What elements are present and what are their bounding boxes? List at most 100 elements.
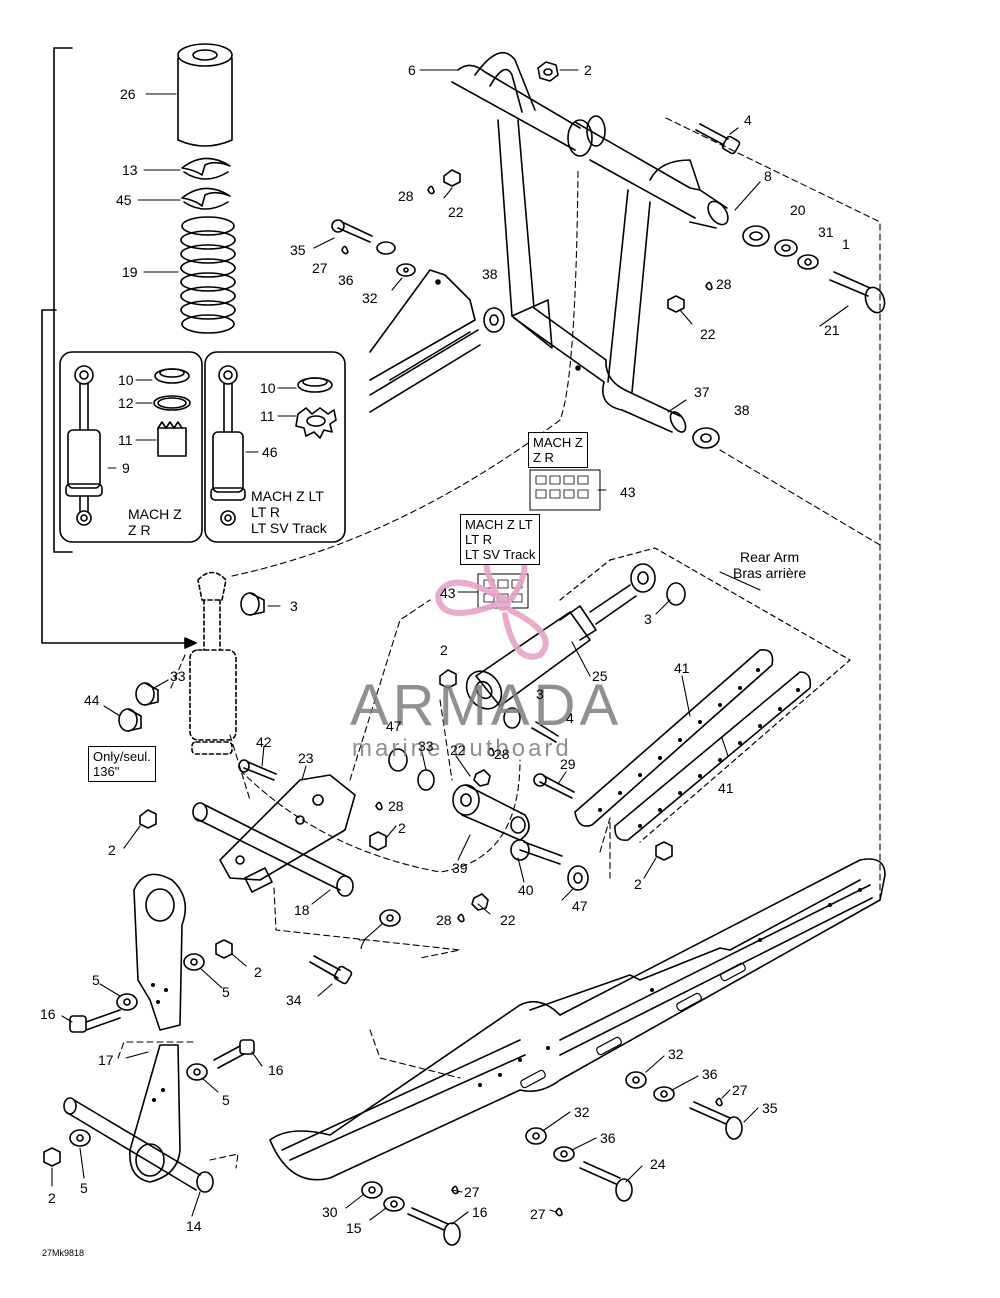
callout-15: 15 xyxy=(346,1220,362,1236)
callout-47: 47 xyxy=(386,718,402,734)
callout-16: 16 xyxy=(472,1204,488,1220)
callout-47: 47 xyxy=(572,898,588,914)
assembly-bracket xyxy=(41,47,197,649)
callout-11: 11 xyxy=(118,432,133,448)
callout-4: 4 xyxy=(566,710,574,726)
shock-cover-26 xyxy=(177,43,233,147)
callout-6: 6 xyxy=(408,62,416,78)
callout-31: 31 xyxy=(818,224,834,240)
callout-33: 33 xyxy=(170,668,186,684)
coil-spring-19 xyxy=(180,216,236,334)
callout-28: 28 xyxy=(388,798,404,814)
rear-arm-label-fr: Bras arrière xyxy=(733,565,807,581)
callout-44: 44 xyxy=(84,692,100,708)
callout-43: 43 xyxy=(620,484,636,500)
callout-2: 2 xyxy=(48,1190,56,1206)
callout-38: 38 xyxy=(734,402,750,418)
callout-28: 28 xyxy=(716,276,732,292)
decal-variant-mid: MACH Z LT LT R LT SV Track xyxy=(460,514,541,565)
variant-label-left: MACH Z Z R xyxy=(128,506,182,538)
callout-3: 3 xyxy=(644,611,652,627)
callout-33: 33 xyxy=(418,738,434,754)
lower-bracket-17 xyxy=(63,873,214,1193)
callout-36: 36 xyxy=(600,1130,616,1146)
callout-43: 43 xyxy=(440,585,456,601)
callout-30: 30 xyxy=(322,1204,338,1220)
callout-20: 20 xyxy=(790,202,806,218)
callout-23: 23 xyxy=(298,750,314,766)
callout-34: 34 xyxy=(286,992,302,1008)
front-arm-6 xyxy=(451,51,729,433)
pivot-bracket-23 xyxy=(192,774,356,897)
callout-2: 2 xyxy=(584,62,592,78)
callout-39: 39 xyxy=(452,860,468,876)
rear-links-41 xyxy=(574,648,812,842)
callout-3: 3 xyxy=(536,686,544,702)
callout-28: 28 xyxy=(436,912,452,928)
callout-14: 14 xyxy=(186,1218,202,1234)
decal-variant-top: MACH Z Z R xyxy=(528,432,588,468)
drawing-ref-code: 27Mk9818 xyxy=(42,1248,85,1258)
callout-8: 8 xyxy=(764,168,772,184)
rail-upper-fragment xyxy=(369,269,481,413)
idler-arm-39 xyxy=(388,748,589,891)
callout-22: 22 xyxy=(448,204,464,220)
assembly-dashed-lines xyxy=(117,117,881,1169)
callout-41: 41 xyxy=(674,660,690,676)
callout-27: 27 xyxy=(312,260,328,276)
callout-27: 27 xyxy=(464,1184,480,1200)
callout-41: 41 xyxy=(718,780,734,796)
callout-2: 2 xyxy=(440,642,448,658)
callout-5: 5 xyxy=(222,984,230,1000)
callout-10: 10 xyxy=(118,372,134,388)
callout-5: 5 xyxy=(92,972,100,988)
callout-27: 27 xyxy=(530,1206,546,1222)
callout-21: 21 xyxy=(824,322,840,338)
slide-rail xyxy=(269,858,886,1181)
variant-panel-left xyxy=(59,351,203,543)
callout-24: 24 xyxy=(650,1156,666,1172)
variant-panel-right xyxy=(204,351,346,543)
callout-12: 12 xyxy=(118,395,134,411)
callout-19: 19 xyxy=(122,264,138,280)
callout-40: 40 xyxy=(518,882,534,898)
callout-32: 32 xyxy=(362,290,378,306)
callout-22: 22 xyxy=(500,912,516,928)
callout-22: 22 xyxy=(700,326,716,342)
callout-27: 27 xyxy=(732,1082,748,1098)
callout-16: 16 xyxy=(268,1062,284,1078)
callout-28: 28 xyxy=(398,188,414,204)
callout-38: 38 xyxy=(482,266,498,282)
callout-32: 32 xyxy=(668,1046,684,1062)
callout-5: 5 xyxy=(222,1092,230,1108)
callout-28: 28 xyxy=(494,746,510,762)
front-hardware xyxy=(331,61,886,449)
callout-29: 29 xyxy=(560,756,576,772)
rear-arm-outline xyxy=(559,547,851,843)
callout-4: 4 xyxy=(744,112,752,128)
callout-3: 3 xyxy=(290,598,298,614)
callout-13: 13 xyxy=(122,162,138,178)
callout-26: 26 xyxy=(120,86,136,102)
callout-42: 42 xyxy=(256,734,272,750)
callout-2: 2 xyxy=(108,842,116,858)
clip-13 xyxy=(181,157,231,180)
callout-35: 35 xyxy=(762,1100,778,1116)
rear-shock-25 xyxy=(465,563,686,743)
callout-2: 2 xyxy=(634,876,642,892)
callout-35: 35 xyxy=(290,242,306,258)
callout-11: 11 xyxy=(260,408,275,424)
clip-45 xyxy=(181,187,231,210)
callout-36: 36 xyxy=(702,1066,718,1082)
callout-46: 46 xyxy=(262,444,278,460)
callout-2: 2 xyxy=(398,820,406,836)
callout-36: 36 xyxy=(338,272,354,288)
callout-22: 22 xyxy=(450,742,466,758)
armada-logo-mark xyxy=(435,546,549,660)
mid-hardware xyxy=(139,669,673,985)
watermark-brand: ARMADA xyxy=(350,673,623,738)
callout-1: 1 xyxy=(842,236,850,252)
rail-hardware xyxy=(361,1071,743,1246)
